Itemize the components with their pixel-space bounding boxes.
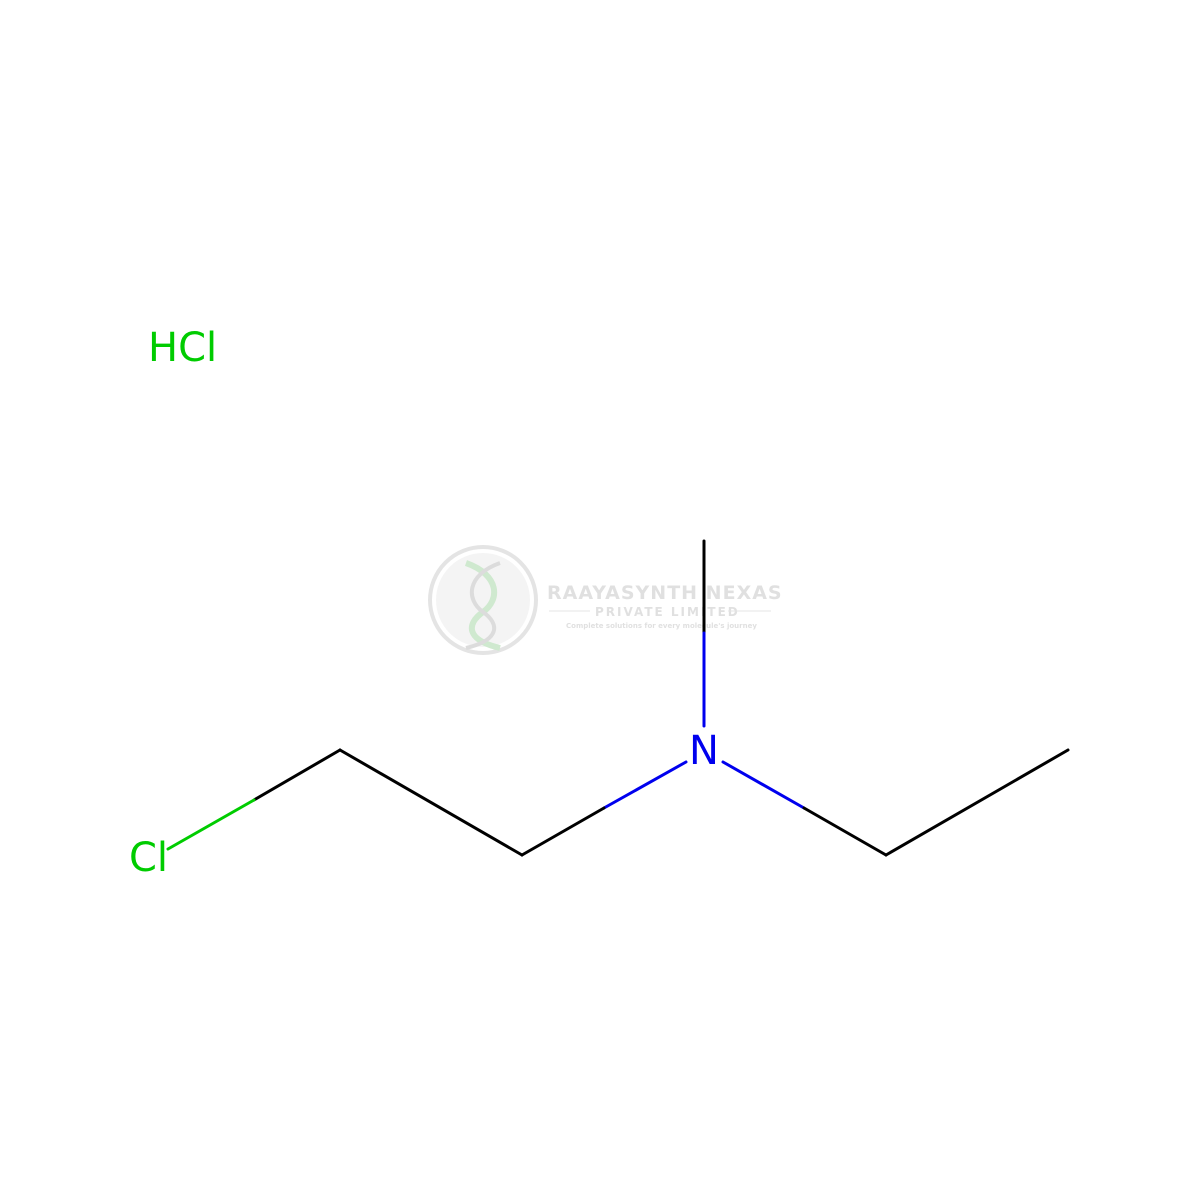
bond-chloroethyl-cc: [338, 748, 524, 857]
watermark-dna-strand-icon: [465, 561, 501, 650]
watermark-company: RAAYASYNTH NEXAS: [547, 582, 783, 604]
bonds: [166, 539, 1070, 857]
bond-ethyl-cc: [884, 748, 1070, 857]
atom-label-chlorine: Cl: [129, 835, 168, 881]
bond-n-chloroethyl-black: [520, 806, 606, 857]
watermark-logo-ring: [428, 545, 538, 655]
bond-n-ethyl-blue: [721, 760, 806, 810]
watermark: RAAYASYNTH NEXAS PRIVATE LIMITED Complet…: [428, 545, 783, 655]
bond-c-cl-green: [166, 798, 256, 851]
atom-label-nitrogen: N: [689, 728, 719, 774]
bond-n-ethyl-black: [802, 806, 888, 857]
watermark-subtitle: PRIVATE LIMITED: [595, 605, 740, 619]
bond-c-cl-black: [252, 748, 342, 802]
watermark-tagline: Complete solutions for every molecule's …: [566, 622, 757, 630]
bond-n-chloroethyl-blue: [602, 760, 688, 810]
watermark-logo-disc: [436, 553, 530, 647]
atom-label-hcl: HCl: [148, 325, 217, 371]
